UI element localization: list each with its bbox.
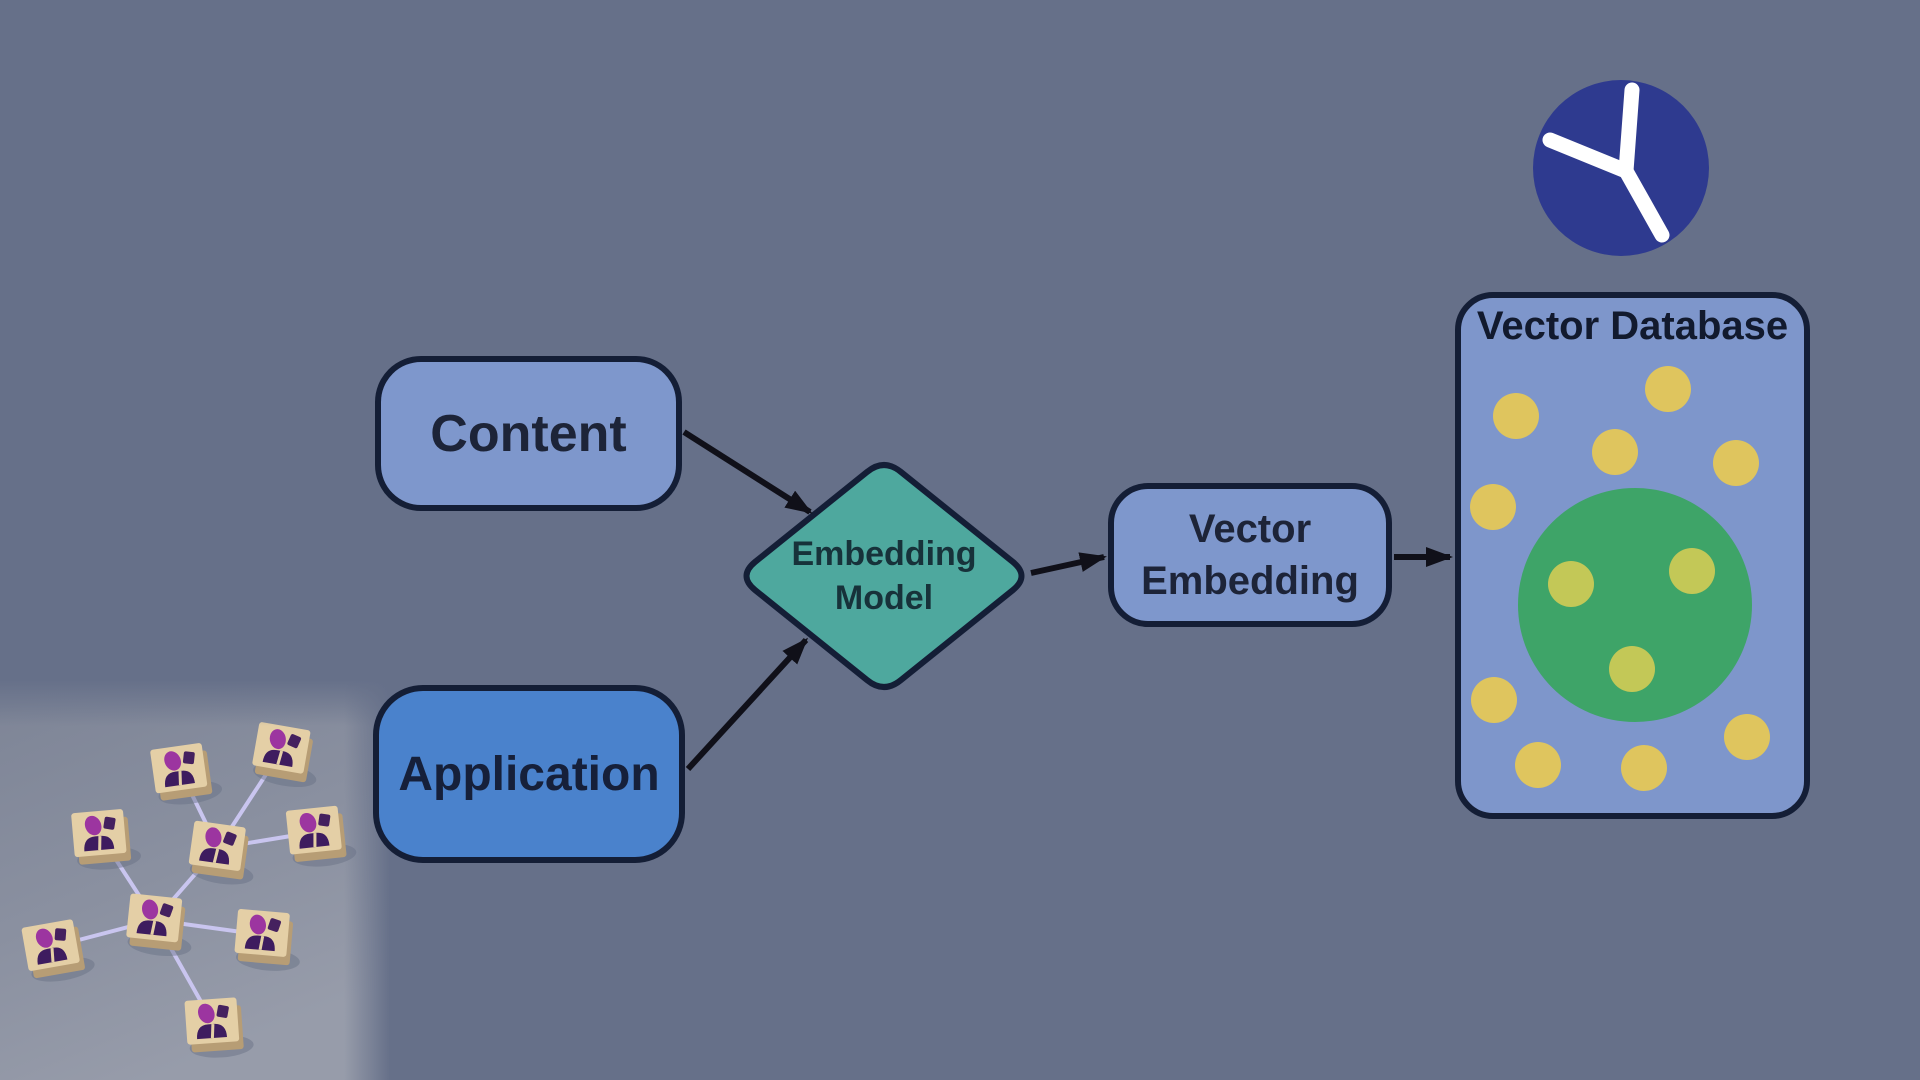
vector-dots-illustration bbox=[1470, 366, 1770, 791]
arrow-content-to-embedding-model bbox=[682, 429, 813, 515]
arrow-embedding-model-to-vector-embedding bbox=[1030, 552, 1107, 576]
vector-database-title: Vector Database bbox=[1476, 304, 1789, 348]
cluster-circle bbox=[1518, 488, 1752, 722]
vector-embedding-node: Vector Embedding bbox=[1108, 483, 1392, 627]
application-node: Application bbox=[373, 685, 685, 863]
content-node: Content bbox=[375, 356, 682, 511]
content-label: Content bbox=[430, 404, 627, 463]
clock-hands bbox=[1542, 82, 1670, 243]
arrow-application-to-embedding-model bbox=[685, 637, 809, 772]
clock-icon bbox=[1533, 80, 1709, 256]
cluster-dots bbox=[1548, 548, 1715, 692]
vector-dots bbox=[1470, 366, 1770, 791]
embedding-model-node bbox=[743, 462, 1025, 690]
network-blocks-photo bbox=[0, 680, 390, 1080]
application-label: Application bbox=[398, 747, 660, 801]
vector-database-node: Vector Database bbox=[1455, 292, 1810, 819]
embedding-model-label: Embedding Model bbox=[791, 534, 977, 617]
